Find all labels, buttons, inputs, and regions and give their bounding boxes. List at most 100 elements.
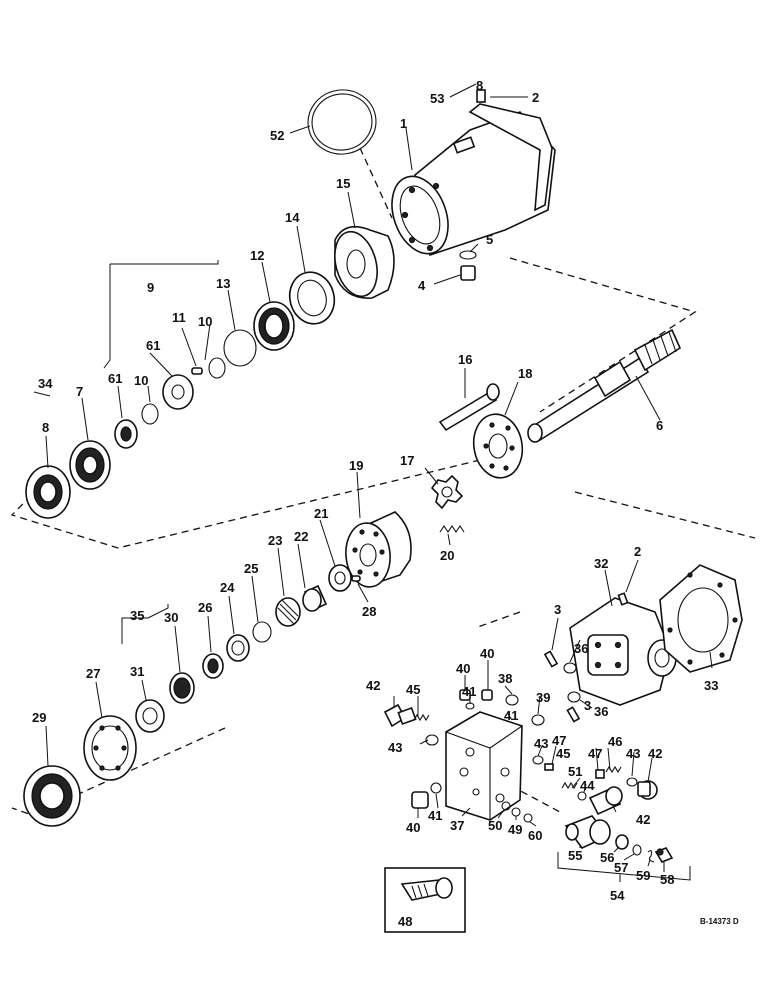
plug-42c (588, 786, 623, 816)
o-ring-43b (532, 755, 544, 765)
end-cover-32 (569, 597, 677, 706)
callout-19: 19 (349, 458, 363, 473)
plug-4 (460, 265, 476, 281)
key-11 (191, 367, 203, 375)
o-ring-52 (307, 89, 377, 155)
relief-valve-55 (564, 815, 611, 850)
washer-61b-inner (120, 426, 132, 442)
pump-axis-line (359, 147, 393, 219)
callout-32: 32 (594, 556, 608, 571)
callout-5: 5 (486, 232, 493, 247)
callout-61a: 61 (146, 338, 160, 353)
seal-24-inner (231, 640, 245, 656)
o-ring-38 (505, 694, 519, 706)
spring-51 (561, 781, 578, 790)
callout-labels: 53 8 2 52 1 15 14 5 4 12 13 9 11 10 61 1… (32, 78, 739, 929)
callout-37: 37 (450, 818, 464, 833)
o-ring-36a (563, 662, 577, 674)
gear-17 (430, 474, 464, 510)
o-ring-60 (523, 813, 533, 823)
callout-6: 6 (656, 418, 663, 433)
clip-59 (647, 850, 655, 863)
thrust-plate-15 (334, 225, 395, 299)
callout-31: 31 (130, 664, 144, 679)
callout-25: 25 (244, 561, 258, 576)
callout-43a: 43 (388, 740, 402, 755)
valve-block-37 (445, 711, 523, 821)
cylinder-block-19 (345, 511, 412, 588)
callout-48: 48 (398, 914, 412, 929)
swash-plate-18 (472, 413, 524, 479)
o-ring-44 (577, 791, 587, 801)
callout-41c: 41 (428, 808, 442, 823)
callout-27: 27 (86, 666, 100, 681)
callout-7: 7 (76, 384, 83, 399)
callout-45a: 45 (406, 682, 420, 697)
callout-24: 24 (220, 580, 235, 595)
callout-58: 58 (660, 872, 674, 887)
callout-59: 59 (636, 868, 650, 883)
o-ring-50 (501, 801, 511, 811)
spring-20 (439, 525, 465, 533)
seal-ring-14-inner (297, 279, 327, 317)
o-ring-13 (223, 329, 257, 367)
callout-22: 22 (294, 529, 308, 544)
drive-shaft-6 (527, 328, 682, 443)
callout-14: 14 (285, 210, 300, 225)
callout-47a: 47 (552, 733, 566, 748)
o-ring-5 (459, 250, 477, 260)
callout-34: 34 (38, 376, 53, 391)
bearing-cup-31 (135, 699, 165, 733)
callout-55: 55 (568, 848, 582, 863)
washer-61a-inner (171, 384, 185, 400)
callout-39: 39 (536, 690, 550, 705)
callout-35: 35 (130, 608, 144, 623)
pin-16 (438, 383, 500, 432)
o-ring-49 (511, 807, 521, 817)
callout-3b: 3 (584, 698, 591, 713)
sleeve-22 (302, 584, 328, 612)
callout-42b: 42 (648, 746, 662, 761)
callout-30: 30 (164, 610, 178, 625)
ring-26-inner (207, 658, 219, 674)
leader-lines (33, 83, 713, 872)
callout-53: 53 (430, 91, 444, 106)
lower-assembly-outline (11, 491, 756, 816)
o-ring-43c (626, 777, 638, 787)
snap-ring-10a (208, 357, 226, 379)
callout-40b: 40 (480, 646, 494, 661)
callout-45b: 45 (556, 746, 570, 761)
callout-9: 9 (147, 280, 154, 295)
snap-ring-10b (141, 403, 159, 425)
callout-18: 18 (518, 366, 532, 381)
callout-13: 13 (216, 276, 230, 291)
callout-60: 60 (528, 828, 542, 843)
plug-40c (411, 791, 429, 809)
callout-16: 16 (458, 352, 472, 367)
o-ring-57 (632, 844, 642, 856)
plug-40b (481, 689, 493, 701)
callout-15: 15 (336, 176, 350, 191)
callout-61b: 61 (108, 371, 122, 386)
o-ring-41c (430, 782, 442, 794)
callout-11: 11 (172, 310, 186, 325)
plug-2 (476, 89, 486, 103)
callout-3a: 3 (554, 602, 561, 617)
callout-8b: 8 (42, 420, 49, 435)
o-ring-36b (567, 691, 581, 703)
callout-42c: 42 (636, 812, 650, 827)
callout-36b: 36 (594, 704, 608, 719)
spring-45a (413, 713, 430, 722)
bearing-12 (253, 301, 295, 351)
bearing-cone-7 (69, 440, 111, 490)
spring-46 (605, 765, 622, 774)
callout-33: 33 (704, 678, 718, 693)
callout-54: 54 (610, 888, 625, 903)
bearing-29 (23, 765, 81, 827)
callout-52: 52 (270, 128, 284, 143)
callout-36a: 36 (574, 641, 588, 656)
callout-43b: 43 (534, 736, 548, 751)
washer-25 (252, 621, 272, 643)
callout-57: 57 (614, 860, 628, 875)
